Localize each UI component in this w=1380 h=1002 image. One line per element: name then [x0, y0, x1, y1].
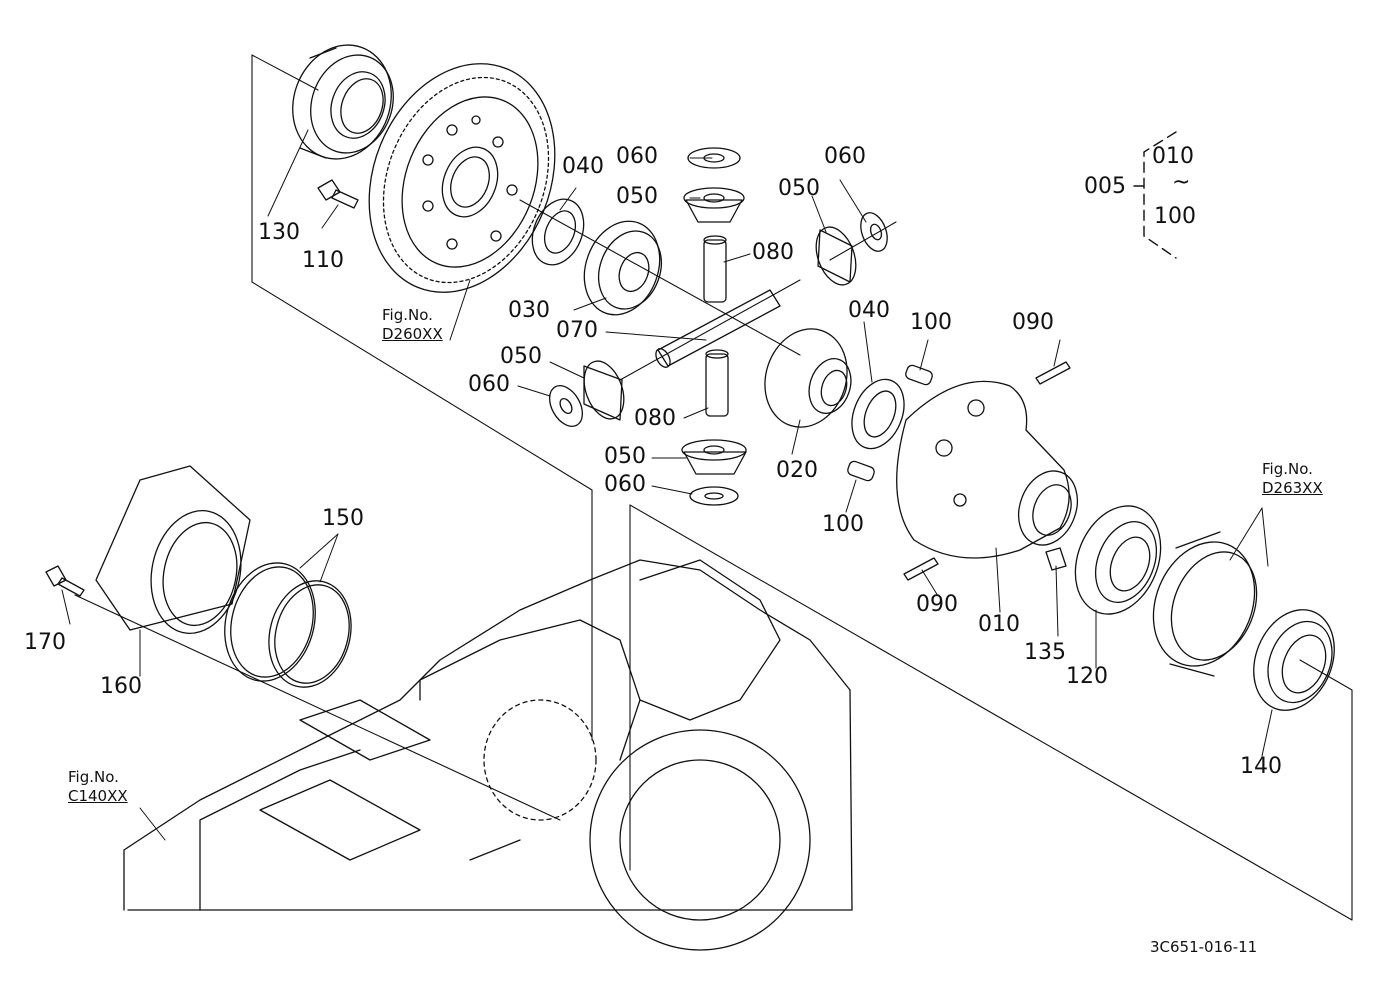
label-090-lower: 090 — [916, 592, 958, 617]
pinion-gear-050-right — [815, 226, 857, 286]
label-130: 130 — [258, 220, 300, 245]
pinion-gear-050-top — [683, 187, 745, 223]
bearing-130 — [292, 44, 394, 160]
pin-100-lower — [847, 460, 875, 482]
label-050-top: 050 — [616, 184, 658, 209]
fig-ref-number: D263XX — [1262, 478, 1323, 497]
washer-060-left — [548, 385, 584, 427]
label-135: 135 — [1024, 640, 1066, 665]
fig-ref-number: D260XX — [382, 324, 443, 343]
fig-ref-caption: Fig.No. — [68, 768, 119, 786]
guide-lines — [74, 54, 1353, 921]
plug-135 — [1045, 547, 1067, 571]
short-shaft-080-upper — [703, 235, 727, 303]
fig-ref-caption: Fig.No. — [1262, 460, 1313, 478]
bolt-170 — [45, 565, 85, 597]
range-tilde: ~ — [1172, 170, 1191, 195]
short-shaft-080-lower — [705, 349, 729, 417]
label-005: 005 — [1084, 174, 1126, 199]
label-080-lower: 080 — [634, 406, 676, 431]
label-050-right: 050 — [778, 176, 820, 201]
label-140: 140 — [1240, 754, 1282, 779]
fig-ref-c140: Fig.No. C140XX — [68, 768, 128, 806]
long-shaft-070 — [655, 289, 781, 368]
fig-ref-d263: Fig.No. D263XX — [1262, 460, 1323, 498]
range-bracket-005 — [1133, 131, 1177, 259]
label-160: 160 — [100, 674, 142, 699]
o-rings-150 — [224, 562, 352, 688]
label-080-upper: 080 — [752, 240, 794, 265]
label-060-top: 060 — [616, 144, 658, 169]
label-120: 120 — [1066, 664, 1108, 689]
ring-gear — [368, 63, 556, 293]
washer-060-right — [860, 212, 888, 252]
side-gear-030 — [583, 220, 662, 316]
fig-ref-number: C140XX — [68, 786, 128, 805]
label-010-range-start: 010 — [1152, 144, 1194, 169]
label-100-range-end: 100 — [1154, 204, 1196, 229]
label-010: 010 — [978, 612, 1020, 637]
label-050-bottom: 050 — [604, 444, 646, 469]
washer-060-bottom — [689, 486, 739, 506]
drawing-code: 3C651-016-11 — [1150, 938, 1258, 956]
fig-ref-caption: Fig.No. — [382, 306, 433, 324]
pinion-gear-050-left — [583, 360, 625, 421]
label-150: 150 — [322, 506, 364, 531]
label-030: 030 — [508, 298, 550, 323]
roll-pin-090-lower — [903, 557, 939, 581]
label-040-lower: 040 — [848, 298, 890, 323]
label-090-upper: 090 — [1012, 310, 1054, 335]
thrust-washer-040-upper — [531, 198, 585, 266]
fig-ref-leaders — [139, 279, 1269, 841]
label-060-left: 060 — [468, 372, 510, 397]
side-gear-020 — [764, 328, 852, 428]
label-100-lower: 100 — [822, 512, 864, 537]
bearing-holder-120 — [1074, 505, 1162, 615]
label-170: 170 — [24, 630, 66, 655]
pin-100-upper — [905, 364, 933, 386]
bearing-140 — [1253, 609, 1335, 711]
diff-case-010 — [896, 380, 1078, 559]
label-040-upper: 040 — [562, 154, 604, 179]
bearing-cup-d263 — [1152, 531, 1258, 677]
fig-ref-d260: Fig.No. D260XX — [382, 306, 443, 344]
bolt-110 — [317, 179, 359, 209]
label-050-left: 050 — [500, 344, 542, 369]
label-060-bottom: 060 — [604, 472, 646, 497]
label-020: 020 — [776, 458, 818, 483]
label-100-upper: 100 — [910, 310, 952, 335]
label-070: 070 — [556, 318, 598, 343]
label-110: 110 — [302, 248, 344, 273]
label-060-right: 060 — [824, 144, 866, 169]
bearing-housing-160 — [95, 465, 251, 634]
thrust-washer-040-lower — [851, 378, 905, 450]
label-leaders — [61, 129, 1273, 757]
pinion-gear-050-bottom — [681, 439, 747, 475]
transmission-case-c140 — [123, 559, 853, 951]
roll-pin-090-upper — [1035, 361, 1071, 385]
